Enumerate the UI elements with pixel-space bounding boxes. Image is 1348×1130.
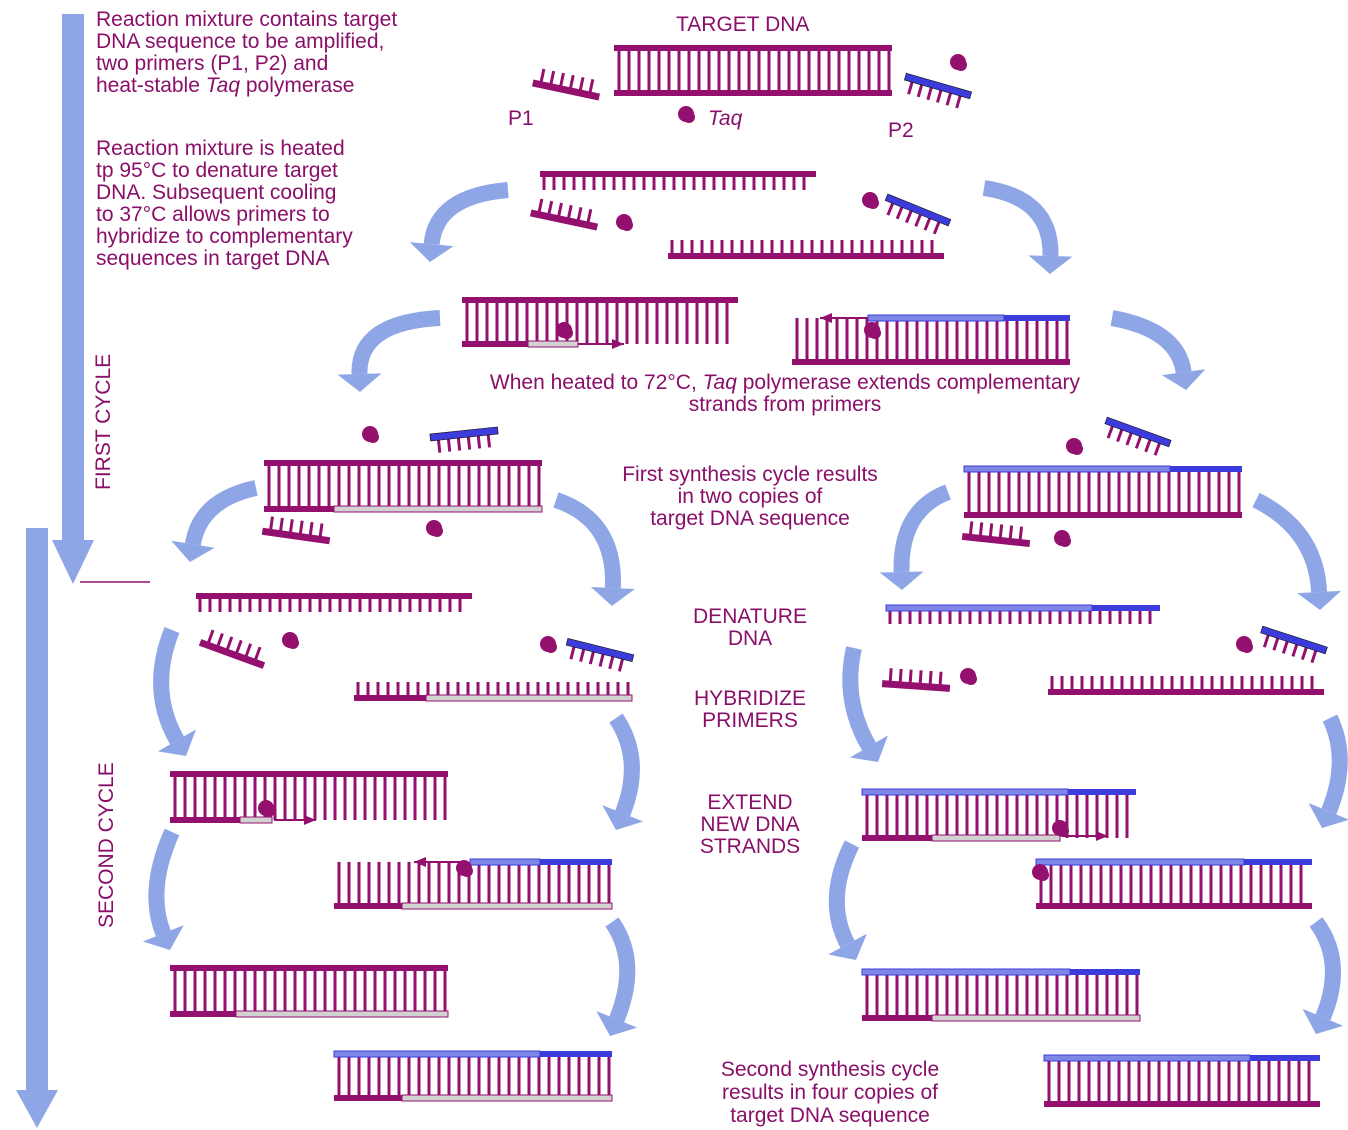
second-cycle-label: SECOND CYCLE: [95, 762, 118, 928]
hyb-primer-p2: [884, 193, 952, 235]
flow-arrow-16: [1302, 917, 1344, 1034]
first-cycle-arrow: [52, 14, 94, 584]
extend-line-1: When heated to 72°C, Taq polymerase exte…: [489, 371, 1081, 394]
taq-left: [616, 214, 633, 231]
flow-arrow-9: [153, 627, 197, 756]
primer-p1: [532, 68, 600, 101]
target-dna-label: TARGET DNA: [676, 13, 810, 36]
flow-arrow-13: [142, 828, 184, 950]
p1-label: P1: [508, 107, 534, 130]
c2-extend-arrow-3: [1062, 831, 1108, 841]
second-cycle-arrow: [16, 528, 58, 1128]
free-p1-bot-right: [961, 521, 1031, 548]
final-copy-2: [333, 1050, 613, 1102]
flow-arrow-6: [553, 492, 635, 606]
denature-text: DENATURE DNA: [693, 605, 807, 650]
heat-text: Reaction mixture is heated tp 95°C to de…: [96, 137, 353, 270]
curve-arrows: [142, 180, 1348, 1036]
final-copy-4: [1043, 1054, 1320, 1107]
first-copy-left: [264, 460, 543, 513]
c2-taq-4: [1236, 636, 1253, 653]
taq-free-bl: [426, 520, 443, 537]
c2-extend-arrow-2: [414, 857, 466, 867]
intro-line-4: heat-stable Taq polymerase: [96, 74, 355, 97]
primer-p2: [903, 72, 973, 109]
c2-primer-p2-r: [1260, 625, 1328, 664]
flow-arrow-11: [842, 646, 888, 762]
hybridize-text: HYBRIDIZE PRIMERS: [693, 687, 806, 732]
flow-arrow-2: [982, 180, 1073, 274]
flow-arrow-15: [828, 840, 867, 960]
extend-new-text: EXTEND NEW DNA STRANDS: [699, 791, 801, 858]
second-result-text: Second synthesis cycle results in four c…: [720, 1058, 940, 1127]
target-dna: [614, 45, 892, 96]
p2-label: P2: [888, 119, 914, 142]
flow-arrow-7: [879, 484, 952, 590]
taq-ext-right: [864, 322, 881, 339]
taq-polymerase: [950, 54, 967, 71]
taq-free-tr: [1066, 438, 1083, 455]
first-result-text: First synthesis cycle results in two cop…: [622, 463, 878, 530]
taq-label: Taq: [708, 107, 743, 130]
c2-denatured-1: [196, 593, 472, 612]
c2-denatured-2: [354, 682, 633, 702]
hyb-primer-p1: [530, 198, 598, 231]
c2-ext-1: [170, 771, 448, 824]
denatured-top-strand: [540, 171, 816, 190]
flow-arrow-12: [1308, 714, 1348, 828]
extension-left: [462, 297, 738, 348]
c2-taq-1: [282, 632, 299, 649]
taq-right: [862, 192, 879, 209]
c2-primer-p1-r: [881, 668, 951, 692]
c2-ext-3: [861, 788, 1136, 842]
flow-arrow-4: [1110, 310, 1206, 390]
c2-ext-2: [334, 858, 613, 910]
flow-arrow-8: [1252, 492, 1342, 610]
c2-primer-p1-l: [198, 629, 266, 669]
extend-text: When heated to 72°C, Taq polymerase exte…: [420, 372, 1150, 416]
cycle-arrows: [16, 14, 150, 1128]
taq-polymerase-legend: [678, 106, 695, 123]
first-copy-right: [963, 465, 1242, 518]
c2-taq-ext-3: [1052, 820, 1069, 837]
free-p2-top-right: [1104, 416, 1172, 456]
dna-molecules: [170, 45, 1328, 1107]
flow-arrow-10: [602, 713, 644, 830]
c2-taq-ext-4: [1032, 864, 1049, 881]
c2-denatured-3: [885, 604, 1160, 624]
c2-ext-4: [1035, 858, 1312, 909]
taq-free-tl: [362, 426, 379, 443]
c2-extend-arrow-1: [274, 815, 316, 825]
c2-primer-p2-l: [565, 638, 635, 672]
flow-arrow-3: [337, 310, 441, 392]
flow-arrow-14: [596, 917, 638, 1036]
c2-denatured-4: [1048, 676, 1324, 695]
taq-ext-left: [556, 322, 573, 339]
final-copy-1: [170, 965, 449, 1018]
taq-free-br: [1054, 530, 1071, 547]
free-p2-top-left: [429, 426, 499, 453]
extension-right: [792, 314, 1070, 365]
denatured-bottom-strand: [668, 240, 944, 259]
c2-taq-ext-1: [258, 800, 275, 817]
c2-taq-2: [540, 636, 557, 653]
extend-arrow-left: [578, 339, 624, 349]
intro-text: Reaction mixture contains target DNA seq…: [96, 8, 398, 97]
flow-arrow-5: [171, 480, 258, 562]
c2-taq-ext-2: [456, 860, 473, 877]
first-cycle-label: FIRST CYCLE: [92, 353, 115, 490]
free-p1-bot-left: [261, 516, 331, 545]
extend-arrow-right: [820, 313, 868, 323]
flow-arrow-1: [409, 182, 509, 262]
c2-taq-3: [960, 668, 977, 685]
final-copy-3: [861, 968, 1141, 1022]
